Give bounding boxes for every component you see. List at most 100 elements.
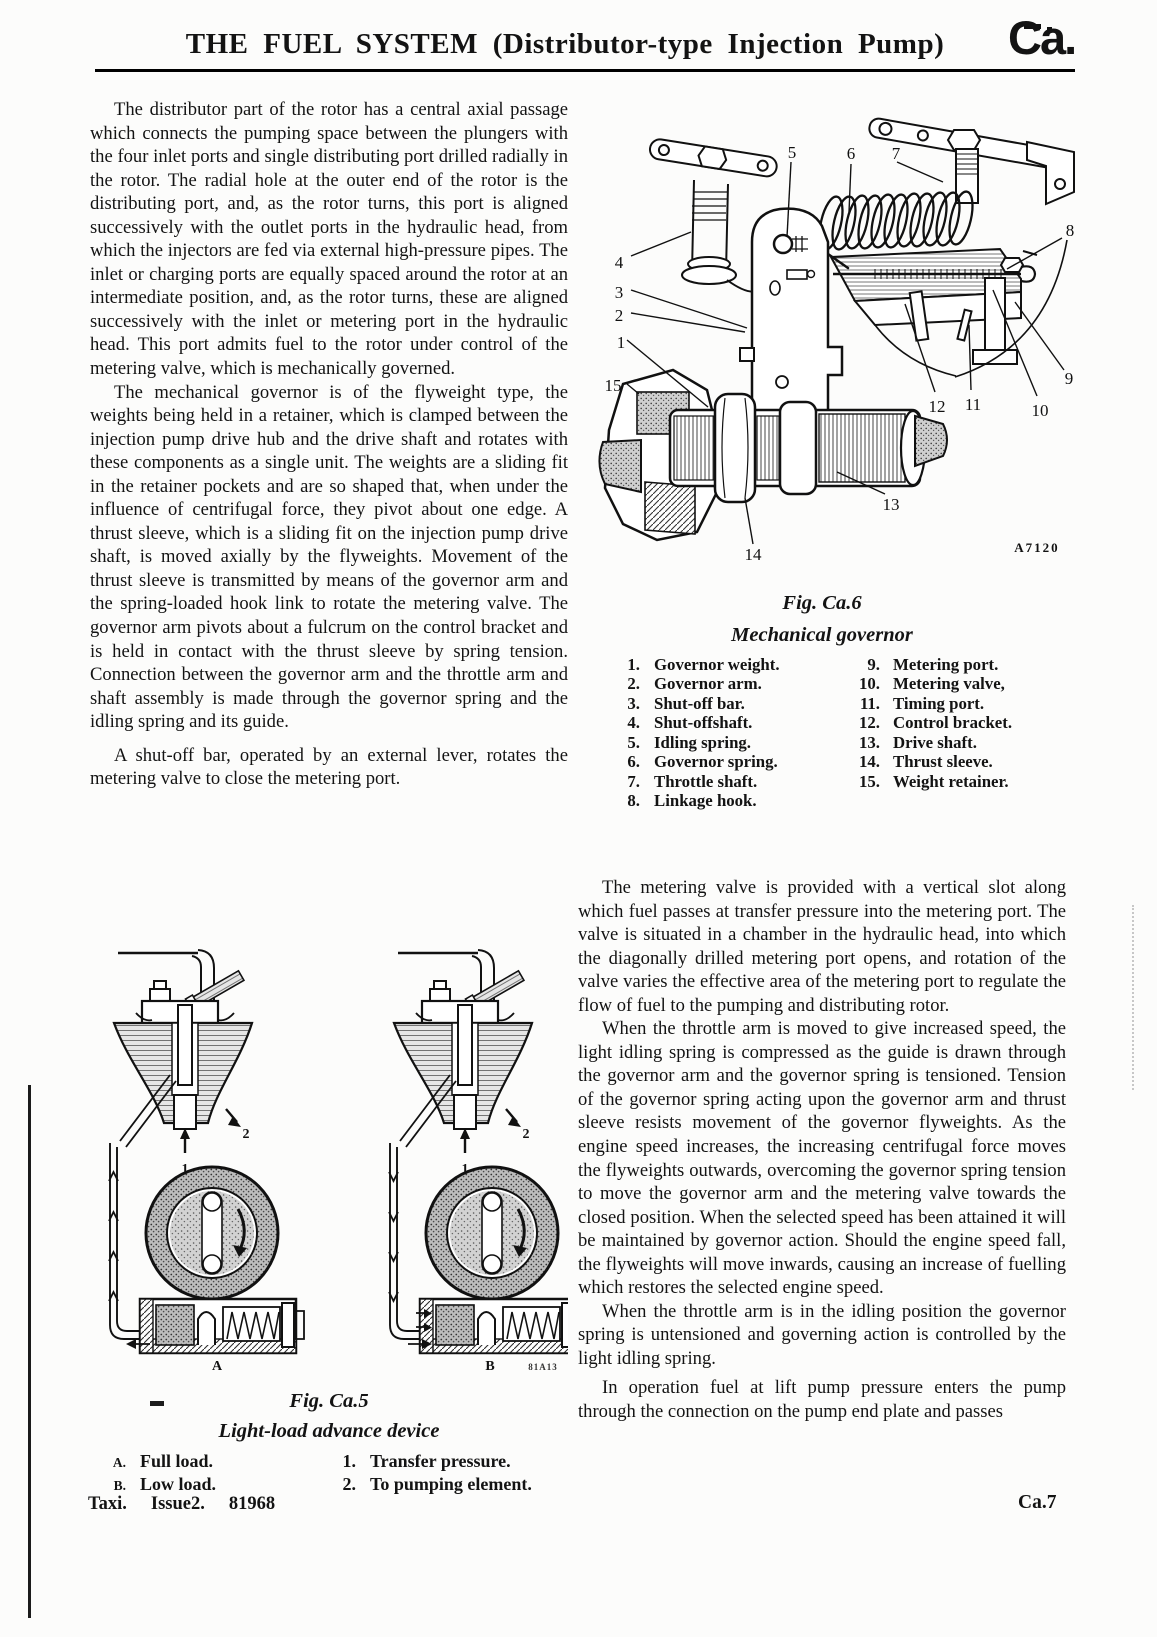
body-paragraph: The metering valve is provided with a ve… bbox=[578, 877, 1066, 1016]
marker-2-b: 2 bbox=[523, 1127, 530, 1142]
fig-ca5-subtitle: Light-load advance device bbox=[218, 1420, 440, 1442]
flow-arrows-b bbox=[388, 1012, 515, 1349]
body-paragraph: In operation fuel at lift pump pressure … bbox=[578, 1377, 1066, 1423]
footer-page-number: Ca.7 bbox=[1018, 1492, 1057, 1513]
mechanical-governor-diagram: 5 6 7 8 4 3 2 1 15 12 11 10 9 13 14 A712… bbox=[598, 117, 1075, 564]
callout-2: 2 bbox=[615, 306, 624, 325]
legend-item: 4. Shut-offshaft. bbox=[598, 713, 836, 732]
advance-device-b bbox=[388, 948, 568, 1355]
page-title: THE FUEL SYSTEM (Distributor-type Inject… bbox=[185, 28, 945, 60]
scan-dotted-line bbox=[1132, 905, 1134, 1090]
figure-code: 81A13 bbox=[528, 1362, 558, 1372]
flow-arrows-a bbox=[108, 1012, 235, 1349]
drive-shaft-assembly bbox=[598, 368, 948, 542]
body-paragraph: A shut-off bar, operated by an external … bbox=[90, 744, 568, 790]
light-load-advance-diagram: 1 2 1 2 A B 81A13 bbox=[108, 948, 568, 1373]
legend-item: 9.Metering port. bbox=[832, 655, 1072, 674]
marker-1-b: 1 bbox=[462, 1162, 469, 1177]
label-b: B bbox=[485, 1359, 494, 1373]
legend-item: 1. Governor weight. bbox=[598, 655, 836, 674]
governor-spring bbox=[818, 190, 974, 251]
legend-label: Control bracket. bbox=[893, 713, 1013, 733]
footer-issue-info: Taxi.Issue2.81968 bbox=[88, 1494, 299, 1515]
fig-ca5-legend-letters: A.Full load. B. Low load. bbox=[88, 1451, 310, 1497]
legend-label: Metering port. bbox=[893, 655, 999, 674]
figure-code: A7120 bbox=[1014, 540, 1059, 555]
legend-label: Governor spring. bbox=[654, 752, 778, 772]
scan-mark bbox=[1024, 24, 1041, 29]
legend-item: 13. Drive shaft. bbox=[832, 733, 1072, 752]
legend-label: Thrust sleeve. bbox=[893, 752, 993, 772]
legend-label: Governor arm. bbox=[654, 674, 762, 694]
callout-12: 12 bbox=[929, 397, 946, 416]
legend-label: Shut-offshaft. bbox=[654, 713, 753, 733]
marker-arrows bbox=[180, 1108, 521, 1153]
footer-part: Taxi. bbox=[88, 1494, 127, 1514]
legend-label: Metering valve, bbox=[893, 674, 1005, 694]
legend-label: Idling spring. bbox=[654, 732, 752, 752]
legend-number: 5. bbox=[627, 732, 640, 752]
body-paragraph: The distributor part of the rotor has a … bbox=[90, 99, 568, 380]
legend-number: A. bbox=[112, 1455, 126, 1470]
legend-item: 10.Metering valve, bbox=[832, 674, 1072, 693]
legend-label: Governor weight. bbox=[654, 655, 780, 674]
callout-13: 13 bbox=[883, 495, 900, 514]
marker-1-a: 1 bbox=[182, 1162, 189, 1177]
legend-number: 1. bbox=[342, 1451, 357, 1471]
governor-arm-plate bbox=[739, 207, 850, 470]
fig-ca5-legend-numbers: 1. Transfer pressure. 2.To pumping elemen… bbox=[318, 1451, 568, 1497]
legend-number: 1. bbox=[627, 655, 640, 674]
legend-label: Weight retainer. bbox=[893, 771, 1009, 791]
legend-number: B. bbox=[113, 1478, 126, 1493]
marker-2-a: 2 bbox=[243, 1127, 250, 1142]
cutaway-arc bbox=[874, 239, 1068, 378]
legend-number: 12. bbox=[859, 713, 880, 733]
legend-item: B. Low load. bbox=[88, 1474, 310, 1497]
scan-edge-line bbox=[28, 1085, 31, 1618]
legend-item: 12. Control bracket. bbox=[832, 713, 1072, 732]
legend-number: 4. bbox=[627, 713, 640, 733]
legend-item: 2.To pumping element. bbox=[318, 1474, 568, 1497]
legend-item: 14. Thrust sleeve. bbox=[832, 752, 1072, 771]
legend-label: Transfer pressure. bbox=[370, 1451, 511, 1471]
control-bracket bbox=[829, 247, 1038, 365]
fig-ca5-labels: 1 2 1 2 A B 81A13 bbox=[182, 1127, 558, 1373]
body-paragraph: When the throttle arm is moved to give i… bbox=[578, 1018, 1066, 1299]
body-paragraph: When the throttle arm is in the idling p… bbox=[578, 1300, 1066, 1369]
callout-1: 1 bbox=[617, 333, 626, 352]
body-paragraph: The mechanical governor is of the flywei… bbox=[90, 381, 568, 733]
section-code-logo: Ca. bbox=[1008, 11, 1077, 64]
legend-item: 1. Transfer pressure. bbox=[318, 1451, 568, 1474]
callout-3: 3 bbox=[615, 283, 624, 302]
legend-label: Drive shaft. bbox=[893, 732, 977, 752]
legend-number: 7. bbox=[627, 771, 640, 791]
callout-numbers: 5 6 7 8 4 3 2 1 15 12 11 10 9 13 14 A712… bbox=[605, 143, 1075, 564]
fig-ca6-subtitle: Mechanical governor bbox=[731, 624, 913, 646]
callout-10: 10 bbox=[1032, 401, 1049, 420]
legend-item: A.Full load. bbox=[88, 1451, 310, 1474]
fig-ca5-caption: Fig. Ca.5 bbox=[289, 1390, 369, 1412]
legend-number: 14. bbox=[859, 752, 880, 772]
legend-item: 3. Shut-off bar. bbox=[598, 694, 836, 713]
shut-off-lever bbox=[648, 138, 778, 293]
legend-item: 5. Idling spring. bbox=[598, 733, 836, 752]
legend-number: 6. bbox=[627, 752, 640, 772]
right-column: The metering valve is provided with a ve… bbox=[578, 876, 1066, 1424]
callout-5: 5 bbox=[788, 143, 797, 162]
legend-label: Low load. bbox=[140, 1474, 217, 1494]
legend-label: Shut-off bar. bbox=[654, 693, 745, 713]
left-column: The distributor part of the rotor has a … bbox=[90, 98, 568, 791]
callout-11: 11 bbox=[965, 395, 981, 414]
callout-14: 14 bbox=[745, 545, 763, 564]
legend-label: Linkage hook. bbox=[654, 791, 757, 811]
callout-8: 8 bbox=[1066, 221, 1075, 240]
legend-label: Throttle shaft. bbox=[654, 771, 758, 791]
legend-number: 3. bbox=[627, 693, 640, 713]
legend-item: 15.Weight retainer. bbox=[832, 772, 1072, 791]
fig-ca6-caption: Fig. Ca.6 bbox=[782, 592, 862, 614]
footer-part: 81968 bbox=[228, 1494, 276, 1514]
legend-number: 8. bbox=[627, 791, 640, 811]
header-rule bbox=[95, 69, 1075, 72]
legend-number: 13. bbox=[859, 732, 880, 752]
